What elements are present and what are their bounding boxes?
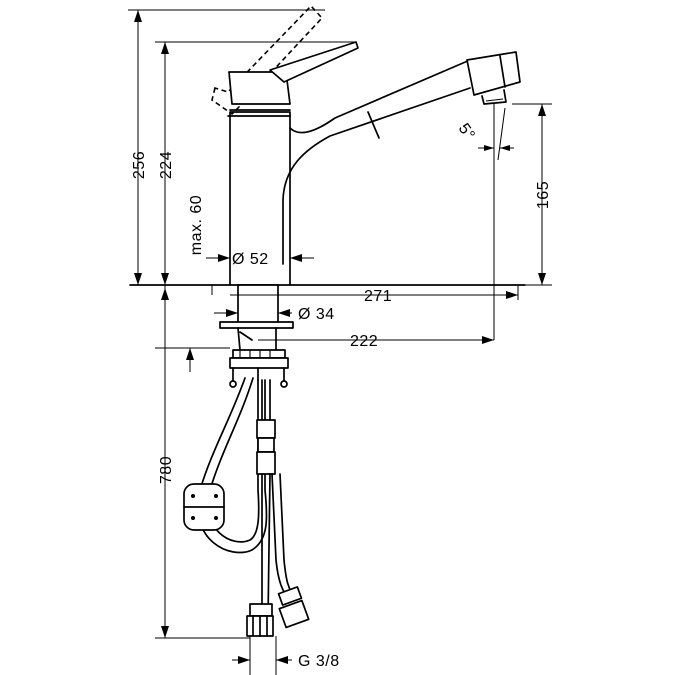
supply-fitting-upper [256,419,276,439]
mounting-plate [219,321,294,329]
spray-head [466,51,521,96]
label-spray-angle: 5° [455,121,478,144]
connector-left [249,603,273,617]
label-reach: 271 [364,288,392,305]
label-shank-diameter: Ø 34 [298,306,335,323]
shank [237,284,279,324]
body-cylinder [229,111,291,285]
label-outlet-reach: 222 [350,333,378,350]
spray-head-edge [499,55,506,88]
mounting-nut [232,349,286,359]
mounting-assembly [219,284,294,388]
dimension-lines [128,9,552,675]
label-hose-length: 780 [158,456,175,484]
connector-right [277,586,303,606]
aerator [481,89,507,105]
label-connection-thread: G 3/8 [298,653,340,670]
label-outlet-height: 165 [535,181,552,209]
handle [228,71,291,105]
spout [282,59,471,265]
hoses [183,377,310,637]
spout-joint [367,111,380,139]
lever [269,41,359,83]
label-total-height: 256 [131,151,148,179]
faucet-body [129,4,526,286]
pull-out-hose [197,377,268,554]
label-max-height: max. 60 [188,195,205,255]
label-handle-height: 224 [158,151,175,179]
label-base-diameter: Ø 52 [232,251,269,268]
dimension-labels: 256 224 max. 60 Ø 52 165 5° 271 Ø 34 222… [131,121,552,670]
